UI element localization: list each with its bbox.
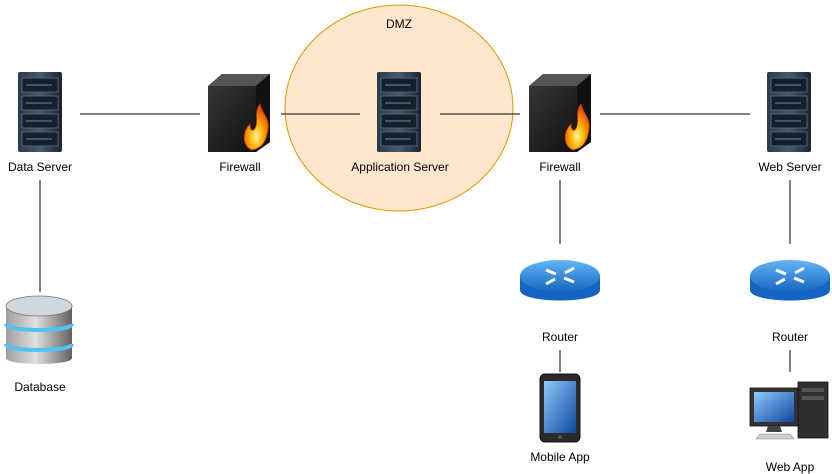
desktop-computer-icon bbox=[749, 381, 829, 440]
server-rack-icon bbox=[767, 72, 811, 152]
data-server-label: Data Server bbox=[7, 160, 73, 174]
web-server-label: Web Server bbox=[758, 160, 822, 174]
server-rack-icon bbox=[377, 72, 421, 152]
app-server-label: Application Server bbox=[351, 160, 449, 174]
firewall-left-label: Firewall bbox=[219, 160, 261, 174]
server-rack-icon bbox=[18, 72, 62, 152]
router-icon bbox=[750, 260, 830, 301]
router-web-label: Router bbox=[771, 330, 809, 344]
router-mobile-label: Router bbox=[541, 330, 579, 344]
mobile-app-label: Mobile App bbox=[530, 450, 590, 464]
tablet-icon bbox=[539, 373, 581, 443]
database-icon bbox=[4, 295, 74, 364]
firewall-right-label: Firewall bbox=[539, 160, 581, 174]
dmz-label: DMZ bbox=[386, 17, 412, 31]
firewall-icon bbox=[529, 74, 591, 152]
database-label: Database bbox=[14, 380, 66, 394]
firewall-icon bbox=[208, 74, 270, 152]
connections bbox=[39, 113, 791, 372]
router-icon bbox=[520, 260, 600, 301]
web-app-label: Web App bbox=[765, 460, 815, 474]
